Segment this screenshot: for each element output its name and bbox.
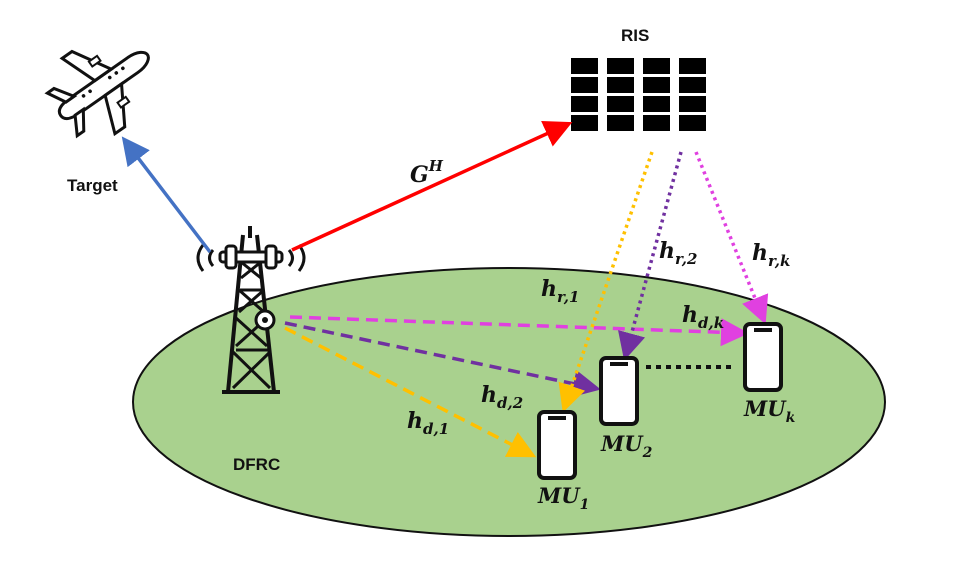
ris-element <box>643 115 670 131</box>
mu1-label: MU1 <box>537 483 589 513</box>
phone-icon <box>537 410 577 480</box>
hd1-link-arrow <box>284 326 537 458</box>
ris-element <box>679 96 706 112</box>
tower-icon <box>196 226 306 394</box>
ris-element <box>679 77 706 93</box>
ris-element <box>679 58 706 74</box>
ris-panel-icon <box>571 58 706 131</box>
ris-label: RIS <box>621 26 649 45</box>
ris-element <box>607 58 634 74</box>
hr1-link-arrow <box>558 151 654 413</box>
hd2-link-arrow <box>284 321 601 398</box>
phone-icon <box>599 356 639 426</box>
muk-label: MUk <box>743 396 796 426</box>
ris-element <box>607 115 634 131</box>
ris-element <box>643 58 670 74</box>
mu2-label: MU2 <box>600 431 653 461</box>
g-channel-label: GH <box>410 157 444 188</box>
phone-icon <box>743 322 783 392</box>
ris-element <box>679 115 706 131</box>
ris-element <box>643 77 670 93</box>
g-link-arrow <box>291 120 573 252</box>
ris-element <box>571 115 598 131</box>
hrk-label: hr,k <box>752 240 790 270</box>
ris-element <box>571 58 598 74</box>
hdk-label: hd,k <box>682 302 724 332</box>
airplane-icon <box>44 49 150 139</box>
hd2-label: hd,2 <box>481 382 523 412</box>
ris-element <box>571 96 598 112</box>
hrk-link-arrow <box>694 151 769 325</box>
ris-element <box>607 96 634 112</box>
hr1-label: hr,1 <box>541 276 579 306</box>
target-label: Target <box>67 176 118 195</box>
ris-element <box>571 77 598 93</box>
dfrc-label: DFRC <box>233 455 280 474</box>
coverage-area <box>132 267 886 537</box>
ris-element <box>643 96 670 112</box>
ris-element <box>607 77 634 93</box>
hd1-label: hd,1 <box>407 408 449 438</box>
target-link-arrow <box>121 136 212 254</box>
hr2-label: hr,2 <box>659 238 697 268</box>
